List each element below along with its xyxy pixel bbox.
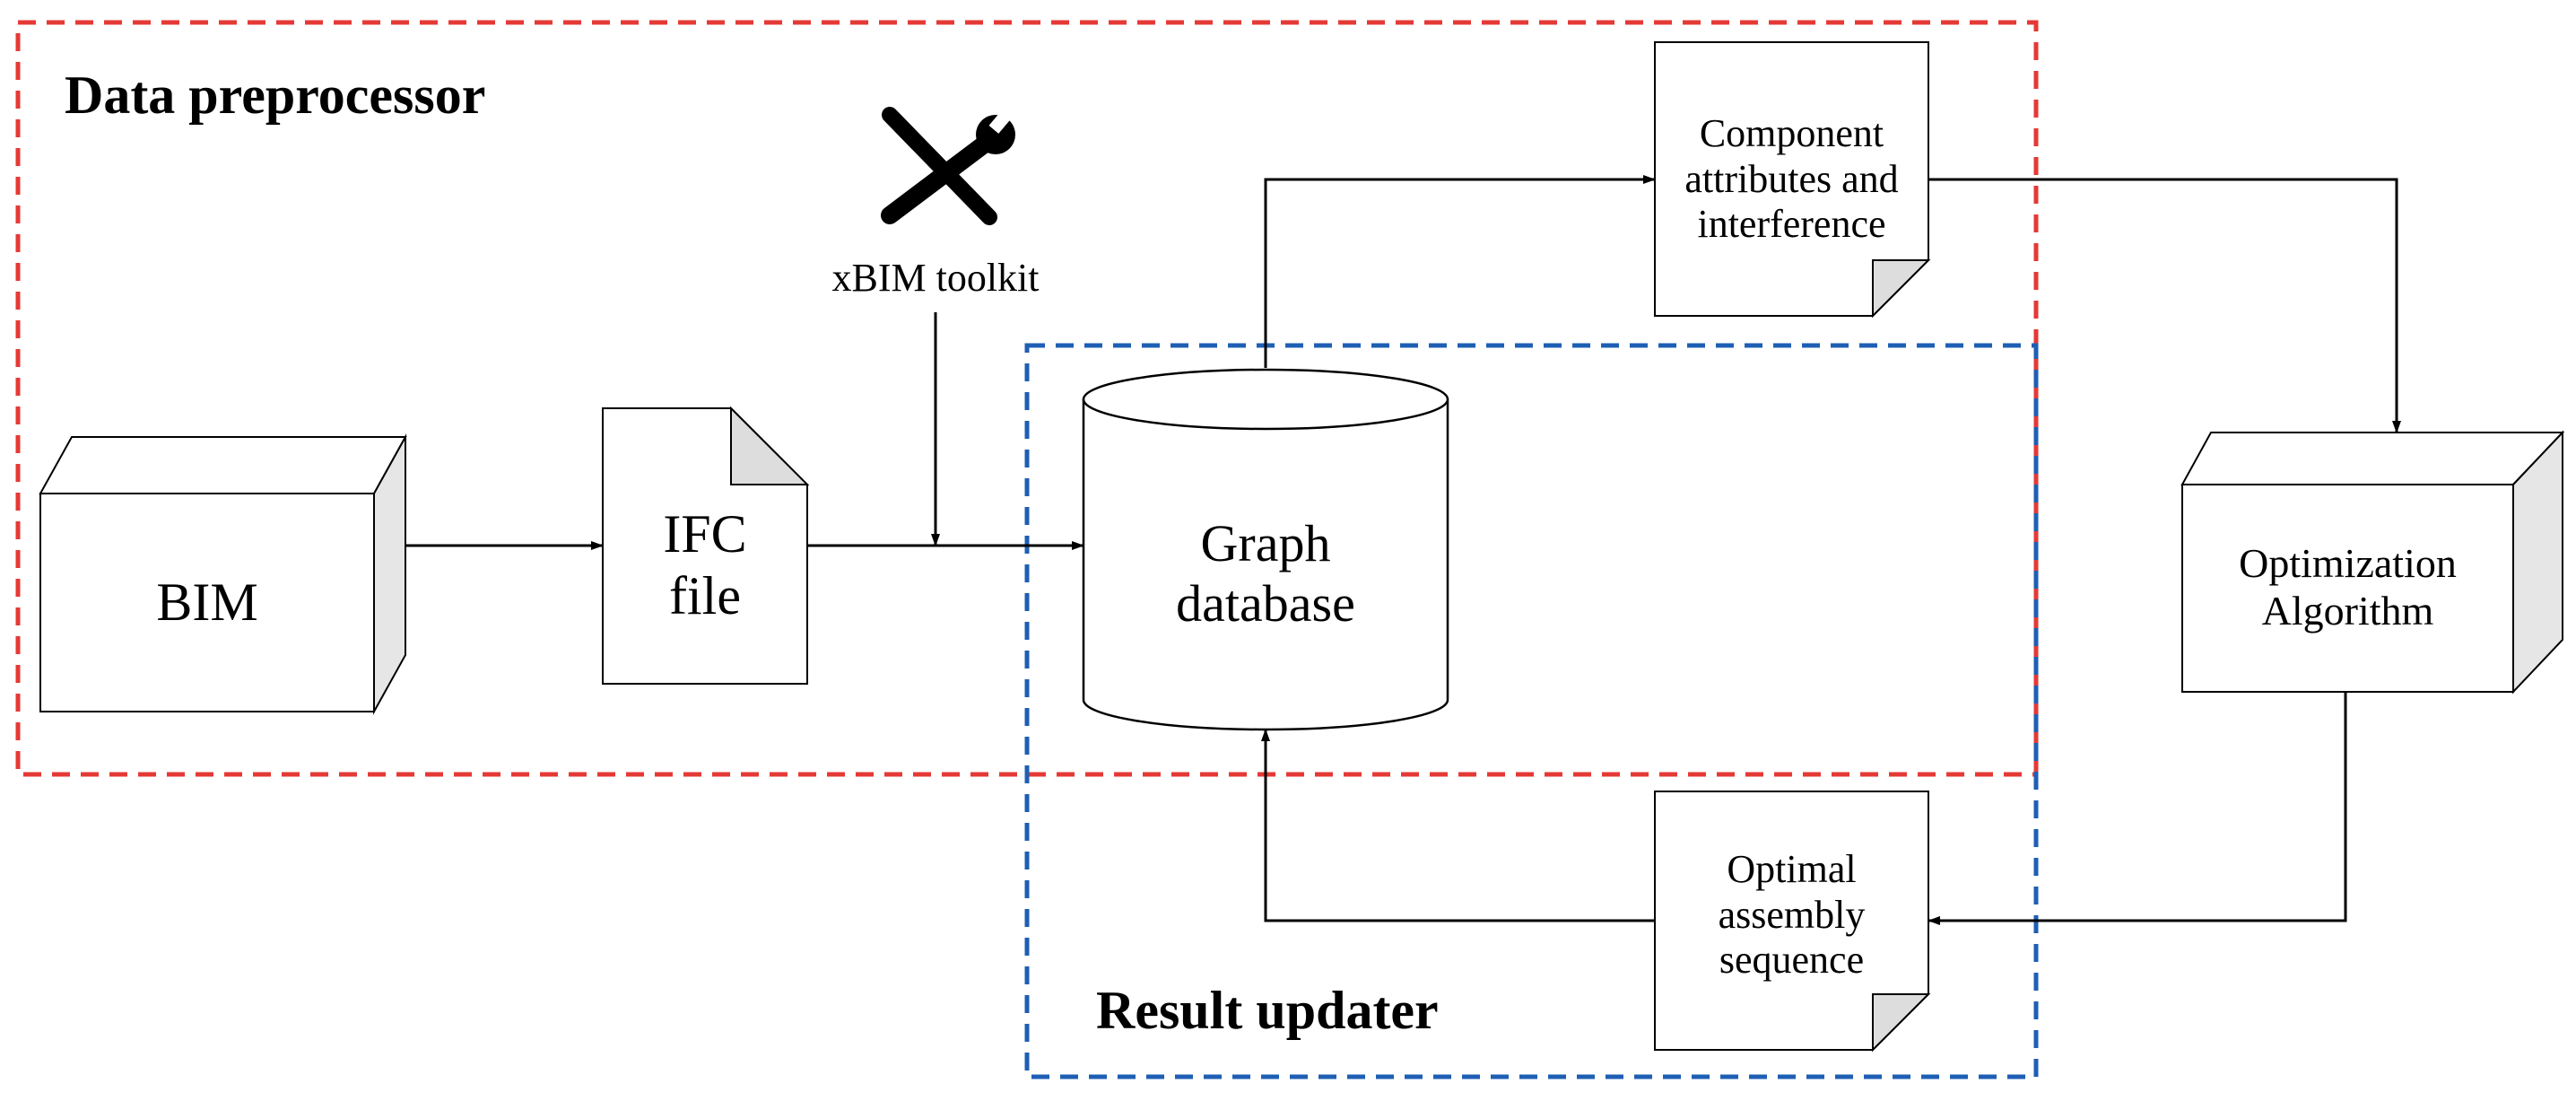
arrow-component-to-optimization (1928, 178, 2401, 433)
wrench-screwdriver-icon (881, 107, 1015, 225)
optimization-algorithm-label: Optimization Algorithm (2239, 540, 2457, 634)
arrow-optimal-to-graph (1261, 729, 1655, 922)
arrow-optimization-to-optimal (1928, 692, 2347, 925)
updater-title: Result updater (1096, 981, 1439, 1040)
optimal-sequence-document (1654, 791, 1931, 1053)
ifc-file-document (602, 406, 810, 685)
optimal-sequence-label: Optimal assembly sequence (1718, 847, 1866, 983)
bim-box (39, 433, 407, 715)
updater-group-border (1024, 343, 2039, 1079)
bim-label: BIM (156, 572, 258, 632)
preprocessor-title: Data preprocessor (65, 66, 486, 125)
component-attributes-label: Component attributes and interference (1684, 111, 1899, 247)
graph-database-label: Graph database (1176, 514, 1355, 633)
component-attributes-document (1654, 41, 1931, 319)
optimization-algorithm-box (2180, 430, 2565, 695)
graph-database-cylinder (1082, 368, 1449, 731)
toolkit-label: xBIM toolkit (831, 255, 1040, 300)
arrow-graph-to-component (1264, 175, 1656, 368)
ifc-label: IFC file (663, 504, 747, 625)
